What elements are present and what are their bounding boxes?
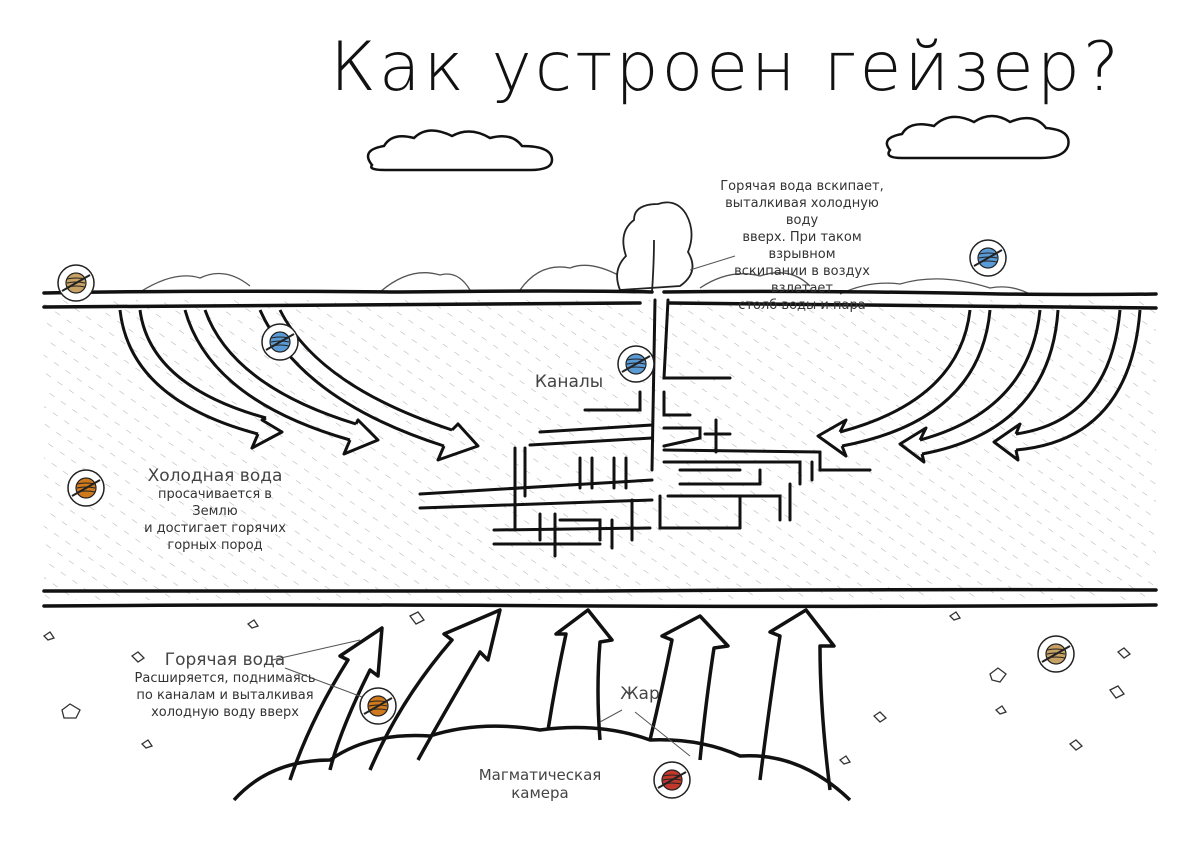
thermometer-surface-left-icon [57, 264, 95, 302]
channels-label: Каналы [534, 372, 604, 392]
crust-layer [44, 300, 1156, 600]
diagram-title: Как устроен гейзер? [330, 28, 1122, 107]
thermometer-right-deep-icon [1037, 635, 1075, 673]
thermometer-magma-icon [653, 761, 691, 799]
hot-water-text: Горячая вода Расширяется, поднимаясь по … [132, 650, 318, 721]
cold-water-heading: Холодная вода [147, 466, 283, 486]
thermometers [57, 239, 1075, 799]
thermometer-seep-icon [261, 323, 299, 361]
leader-lines [271, 255, 736, 757]
cloud-left [366, 129, 554, 172]
heat-arrows [288, 608, 836, 791]
ground-surface [42, 289, 1158, 310]
magma-chamber-label: Магматическая камера [478, 766, 602, 802]
channel-network [418, 298, 872, 558]
thermometer-hot-water-icon [359, 687, 397, 725]
cold-water-text: Холодная вода просачивается в Землю и до… [140, 466, 290, 554]
heat-label: Жар [620, 684, 660, 704]
hot-water-heading: Горячая вода [164, 650, 286, 670]
hills [139, 264, 1031, 295]
cloud-right [885, 114, 1070, 160]
steam-column [616, 201, 694, 293]
thermometer-cold-water-icon [67, 469, 105, 507]
thermometer-channel-icon [617, 345, 655, 383]
magma-chamber [232, 724, 852, 802]
seep-arrows-right [816, 309, 1142, 464]
deep-boundary [42, 587, 1158, 609]
thermometer-surface-right-icon [969, 239, 1007, 277]
eruption-note: Горячая вода вскипает, выталкивая холодн… [720, 179, 884, 313]
pebbles [42, 611, 1132, 765]
